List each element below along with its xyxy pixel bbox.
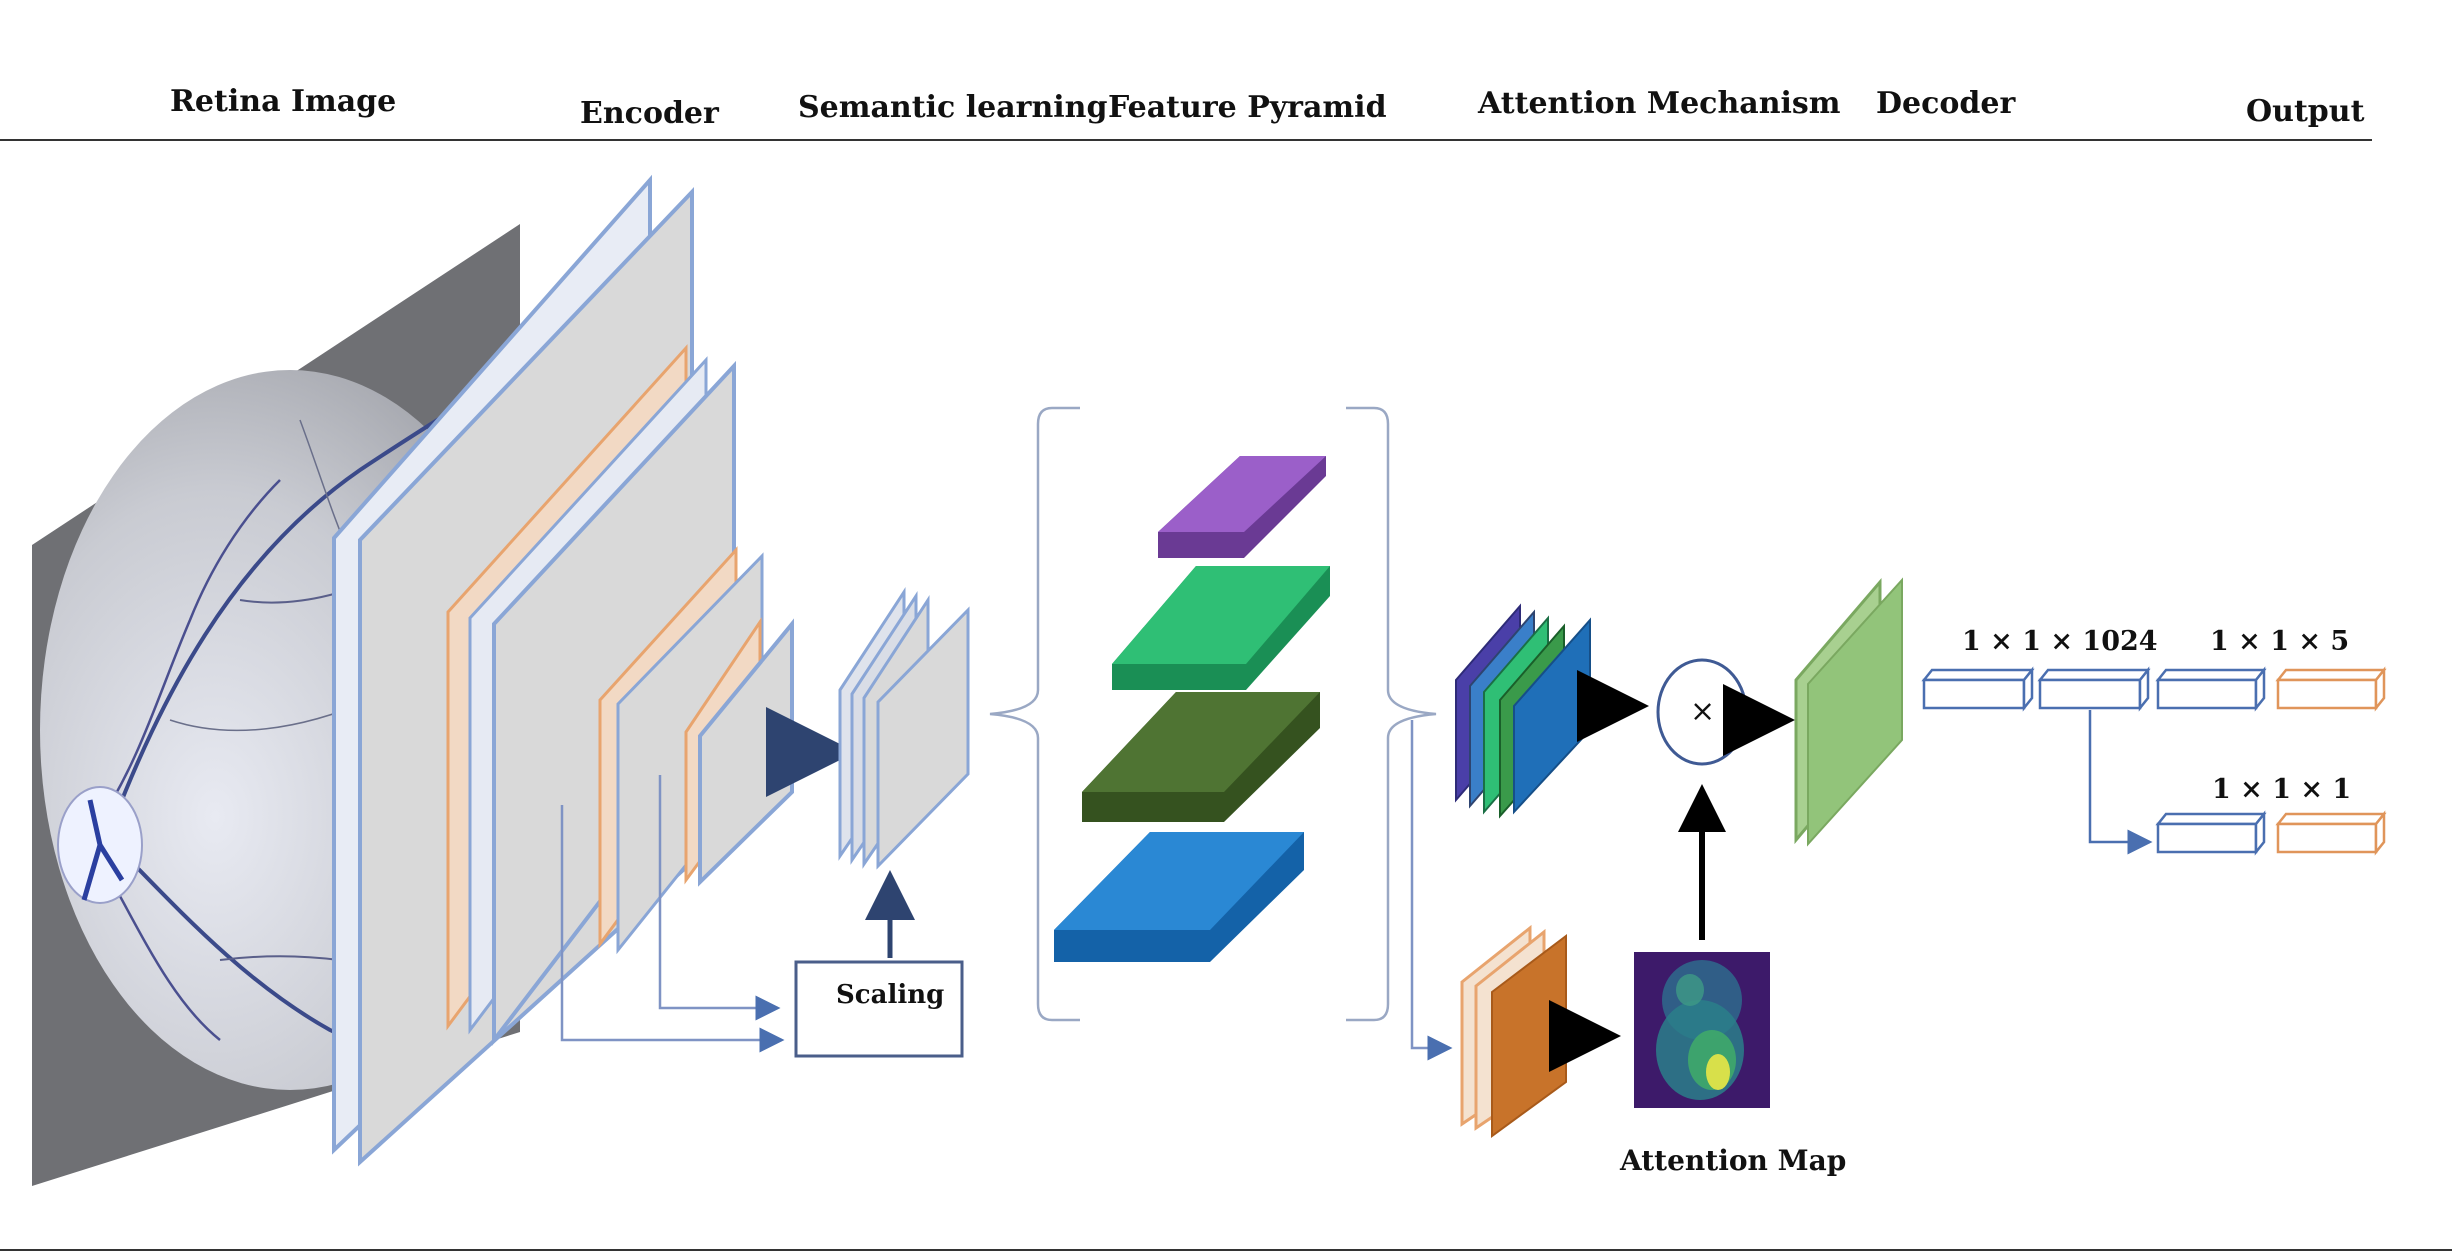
dim-1-label: 1 × 1 × 1: [2212, 774, 2352, 805]
header-feature-pyramid: Feature Pyramid: [1108, 90, 1387, 125]
output-box-3: [2155, 666, 2267, 712]
scaling-label: Scaling: [836, 980, 945, 1010]
attention-map-image: [1634, 952, 1770, 1108]
feature-pyramid-bracket: [989, 406, 1437, 1022]
header-encoder: Encoder: [580, 96, 719, 131]
header-attention-mechanism: Attention Mechanism: [1478, 86, 1841, 121]
bracket-to-attention-arrow: [1410, 720, 1453, 1061]
output-box-2: [2037, 666, 2151, 712]
output-box-4: [2275, 666, 2387, 712]
output-box-1: [1921, 666, 2035, 712]
semantic-learning-block: [838, 586, 970, 870]
dim-1024-label: 1 × 1 × 1024: [1962, 626, 2158, 657]
encoder-layers: [332, 174, 794, 1167]
header-output: Output: [2246, 94, 2365, 129]
output-branch-arrow: [2088, 710, 2153, 855]
header-retina-image: Retina Image: [170, 84, 397, 119]
attention-feature-stack: [1455, 603, 1591, 819]
header-semantic-learning: Semantic learning: [798, 90, 1108, 125]
multiply-symbol: ×: [1690, 694, 1716, 729]
decoder-block: [1794, 577, 1903, 847]
feature-pyramid-slabs: [1054, 456, 1330, 962]
attention-orange-layers: [1460, 924, 1567, 1138]
attention-map-label: Attention Map: [1620, 1144, 1847, 1177]
skip-connections: [560, 775, 785, 1053]
scaling-box: [794, 960, 964, 1058]
dim-5-label: 1 × 1 × 5: [2210, 626, 2350, 657]
header-decoder: Decoder: [1876, 86, 2016, 121]
output-box-6: [2275, 810, 2387, 856]
output-box-5: [2155, 810, 2267, 856]
